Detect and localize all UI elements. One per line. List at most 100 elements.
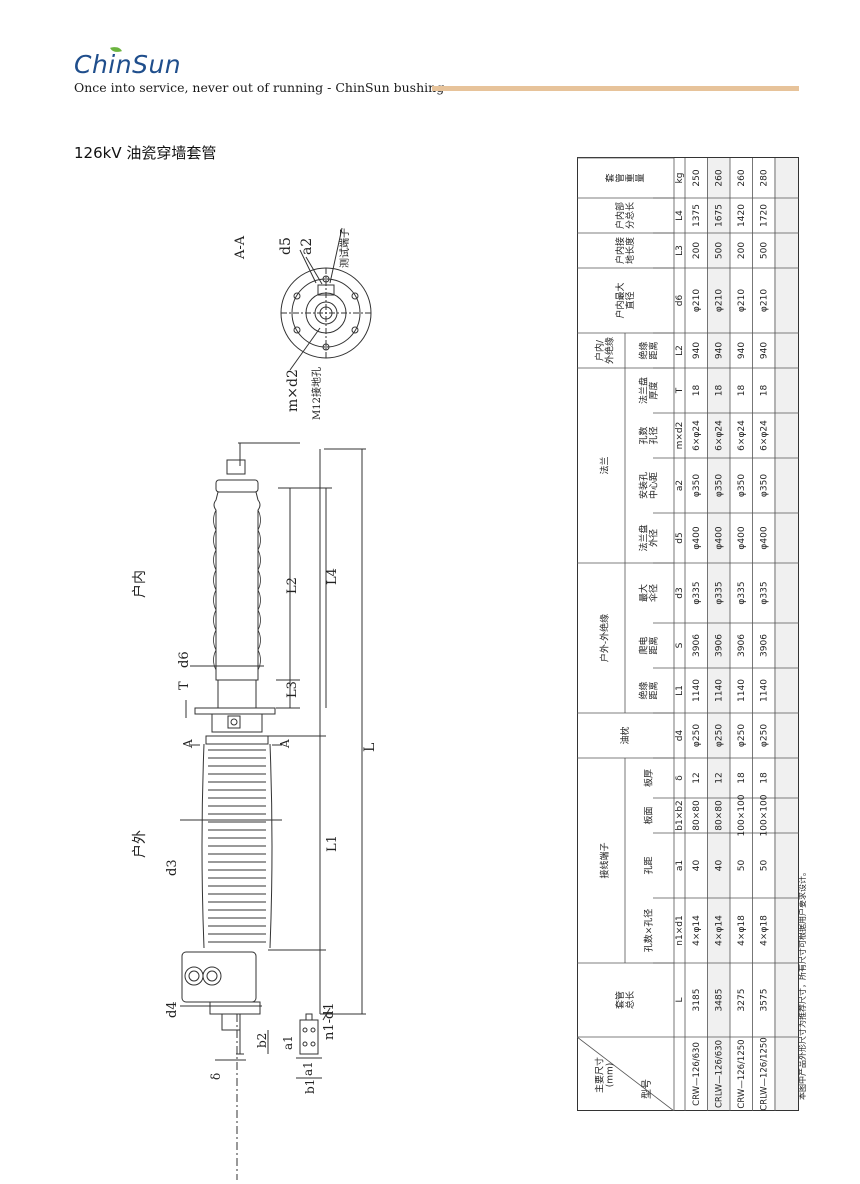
brand-wordmark: ChinSun (74, 50, 182, 79)
label-section-A-left: A (181, 739, 195, 749)
table-cell: 18 (692, 385, 702, 397)
subheader-plate: 板面 (643, 806, 655, 824)
indoor-insulator (213, 491, 261, 681)
group-header-indoor_max_dia: 户内最大 (614, 282, 626, 318)
table-cell: 260 (714, 169, 724, 186)
table-cell: 200 (692, 242, 702, 259)
subheader-hole_pitch: 孔距 (644, 856, 655, 874)
table-cell: 80×80 (714, 800, 724, 831)
subheader-hole_count: 孔径 (648, 426, 660, 444)
table-cell: φ250 (737, 724, 747, 747)
group-header-weight: 量 (635, 173, 646, 182)
subheader-max_shed: 伞径 (648, 584, 660, 602)
spec-table-svg: 套管总长接线端子油枕户外-外绝缘法兰户内/外绝缘户内最大直径户内接地长度户内部分… (576, 157, 799, 1112)
table-cell: φ210 (759, 289, 769, 312)
table-cell: φ400 (714, 526, 724, 549)
table-cell: φ400 (759, 526, 769, 549)
group-header-flange: 法兰 (599, 456, 611, 474)
label-m-d2: m×d2 (285, 369, 301, 412)
table-cell: φ335 (759, 581, 769, 604)
spec-table: 套管总长接线端子油枕户外-外绝缘法兰户内/外绝缘户内最大直径户内接地长度户内部分… (576, 157, 799, 1112)
table-cell: 940 (692, 342, 702, 359)
symbol-cell: d3 (675, 587, 685, 598)
group-header-outdoor_insul: 户外-外绝缘 (599, 614, 611, 662)
group-header-total_length: 套管 (614, 991, 626, 1009)
table-cell: φ210 (692, 289, 702, 312)
label-outdoor: 户外 (131, 830, 148, 858)
group-header-weight: 套 (604, 173, 616, 182)
group-header-weight: 管 (614, 173, 626, 182)
section-label: A-A (233, 235, 248, 260)
table-cell: 40 (692, 860, 702, 872)
table-cell: 50 (737, 860, 747, 872)
label-d5: d5 (278, 237, 294, 255)
table-cell: 1720 (759, 204, 769, 227)
symbol-cell: d4 (675, 730, 685, 742)
table-cell: 4×φ18 (737, 915, 747, 946)
label-n1-d1: n1-d1 (322, 1002, 337, 1040)
table-border (577, 157, 799, 1111)
label-b1: b1 (303, 1079, 317, 1094)
group-header-terminal: 接线端子 (599, 842, 611, 878)
label-a1: a1 (281, 1035, 295, 1050)
subheader-holes_dia: 孔数×孔径 (643, 909, 655, 953)
symbol-cell: L1 (675, 685, 685, 696)
subheader-hole_count: 孔数 (638, 426, 650, 444)
table-cell: 3485 (714, 989, 724, 1012)
label-L2: L2 (285, 577, 300, 594)
group-header-indoor_total_len: 分总长 (624, 202, 636, 229)
table-cell: 12 (714, 772, 724, 783)
subheader-plate_thk: 板厚 (643, 769, 655, 787)
subheader-flange_od: 外径 (648, 529, 660, 547)
symbol-cell: L2 (675, 345, 685, 356)
subheader-insul_dist: 绝缘 (638, 681, 650, 699)
symbol-cell: d6 (675, 295, 685, 307)
table-cell: 80×80 (692, 800, 702, 831)
outdoor-terminal (221, 1013, 241, 1031)
group-header-oil_pillow: 油枕 (619, 726, 631, 744)
label-d3: d3 (165, 859, 180, 876)
subheader-insul_dist: 距离 (648, 681, 660, 699)
subheader-flange_thk: 法兰盘 (638, 377, 650, 404)
symbol-cell: d5 (675, 532, 685, 543)
subheader-insul_dist2: 距离 (648, 341, 660, 359)
subheader-flange_thk: 厚度 (648, 381, 660, 399)
brand-tagline: Once into service, never out of running … (74, 80, 445, 95)
table-cell: 50 (759, 860, 769, 872)
table-cell: φ400 (737, 526, 747, 549)
table-cell: 250 (692, 169, 702, 186)
label-a2: a2 (299, 238, 315, 255)
group-header-total_length: 总长 (624, 991, 636, 1009)
flange-hole (351, 326, 359, 334)
label-delta: δ (209, 1073, 223, 1080)
table-cell: φ210 (737, 289, 747, 312)
row-model: CRW—126/1250 (737, 1039, 747, 1108)
table-cell: 940 (714, 342, 724, 359)
table-cell: 1420 (737, 204, 747, 227)
table-cell: φ400 (692, 526, 702, 549)
symbol-cell: a1 (675, 860, 685, 871)
label-ground-hole: M12接地孔 (310, 367, 323, 420)
group-header-weight: 重 (624, 173, 636, 182)
table-cell: 1375 (692, 204, 702, 227)
page-title: 126kV 油瓷穿墙套管 (74, 144, 217, 162)
label-a1-detail: a1 (301, 1061, 315, 1076)
subheader-creepage: 爬电 (638, 636, 650, 654)
row-band (707, 158, 730, 1110)
label-L4: L4 (325, 568, 340, 585)
group-header-indoor_max_dia: 直径 (624, 291, 636, 309)
subheader-insul_dist2: 绝缘 (638, 341, 650, 359)
symbol-cell: T (675, 387, 685, 394)
outdoor-base (209, 1001, 261, 1015)
table-cell: φ250 (692, 724, 702, 747)
row-model: CRLW—126/630 (714, 1040, 724, 1108)
table-cell: φ350 (759, 474, 769, 497)
table-cell: 200 (737, 242, 747, 259)
symbol-cell: S (675, 642, 685, 648)
table-cell: 1140 (737, 679, 747, 702)
subheader-hole_center: 中心距 (648, 472, 660, 499)
flange-hole (293, 292, 301, 300)
table-cell: 3906 (759, 634, 769, 657)
table-cell: 6×φ24 (759, 420, 769, 451)
